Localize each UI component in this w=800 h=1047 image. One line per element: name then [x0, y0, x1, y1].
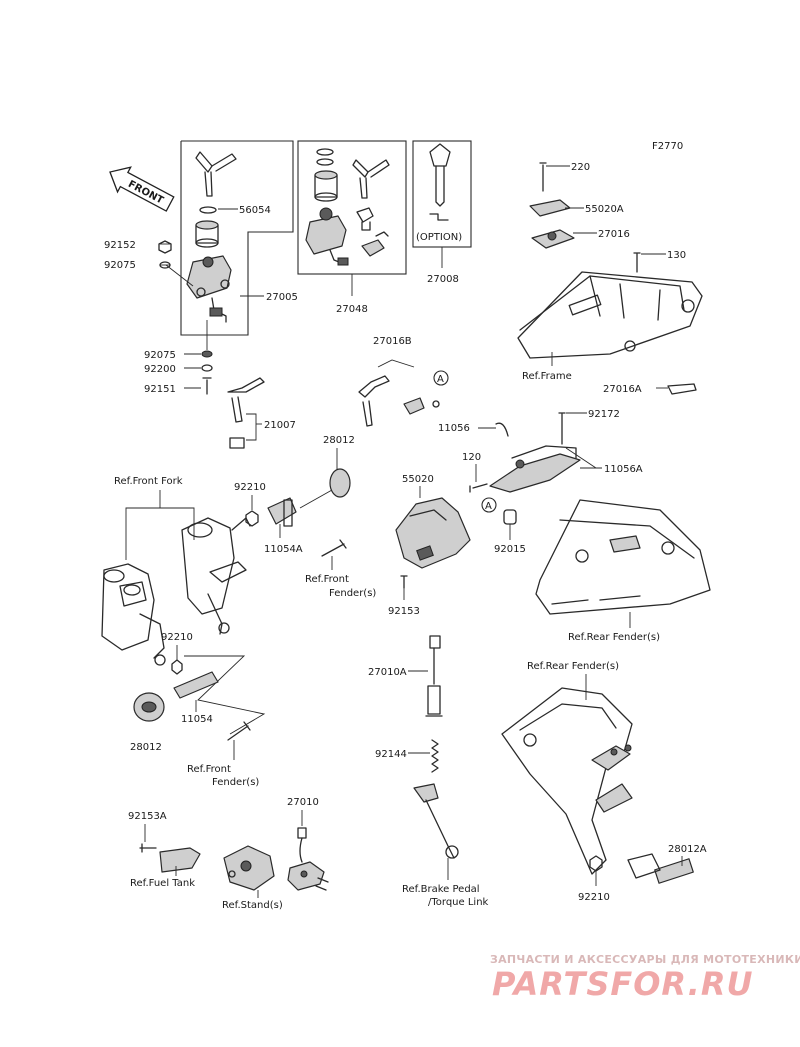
label-220: 220	[571, 162, 590, 173]
lock-set-group: 27048	[297, 140, 407, 315]
reflector-plate-icon	[654, 858, 694, 884]
label-27016: 27016	[598, 229, 630, 240]
label-92152: 92152	[104, 240, 136, 251]
cover-icon	[395, 497, 471, 569]
label-11056A: 11056A	[604, 464, 643, 475]
key-icon	[227, 377, 265, 423]
label-28012-bot: 28012	[130, 742, 162, 753]
label-92210-bot: 92210	[578, 892, 610, 903]
label-27010: 27010	[287, 797, 319, 808]
ref-fuel-tank: Ref.Fuel Tank	[130, 878, 195, 889]
option-key-group: (OPTION) 27008	[412, 140, 472, 285]
label-130: 130	[667, 250, 686, 261]
callout-a-top-label: A	[437, 374, 444, 385]
key-blank-icon	[429, 143, 451, 221]
key-icon	[195, 151, 237, 197]
ignition-switch-group: 56054 92152 92075 27005	[104, 140, 298, 336]
label-11054: 11054	[181, 714, 213, 725]
brake-pedal-icon	[413, 783, 439, 803]
rear-fender-top-group: Ref.Rear Fender(s)	[535, 499, 711, 643]
label-28012A: 28012A	[668, 844, 707, 855]
label-27005: 27005	[266, 292, 298, 303]
bracket-icon	[159, 847, 201, 873]
ref-brake-pedal-line1: Ref.Brake Pedal	[402, 884, 480, 895]
label-92075-mid: 92075	[144, 350, 176, 361]
label-56054: 56054	[239, 205, 271, 216]
option-label: (OPTION)	[416, 232, 462, 243]
label-92200: 92200	[144, 364, 176, 375]
ignition-switch-body-icon	[305, 207, 349, 266]
bracket-11054-group: 92210 11054 28012 Ref.Front Fender(s)	[130, 632, 266, 788]
label-27008: 27008	[427, 274, 459, 285]
nut-icon	[171, 659, 183, 675]
nut-icon	[245, 510, 259, 527]
lock-cylinder-icon	[195, 206, 219, 248]
group-box-27005	[180, 140, 294, 336]
label-92144: 92144	[375, 749, 407, 760]
callout-a-bottom	[481, 497, 497, 513]
callout-a-top	[433, 370, 449, 386]
ignition-switch-body-icon	[186, 255, 232, 323]
label-27010A: 27010A	[368, 667, 407, 678]
ref-front-fender-1-line1: Ref.Front	[305, 574, 349, 585]
seat-lock-icon	[356, 207, 374, 231]
front-arrow: FRONT	[109, 166, 175, 212]
helmet-lock-icon	[361, 231, 389, 257]
label-27048: 27048	[336, 304, 368, 315]
frame-group: 220 55020A 27016 130 Ref.Frame 27016A	[517, 162, 703, 395]
label-92172: 92172	[588, 409, 620, 420]
watermark-brand: PARTSFOR.RU	[492, 965, 753, 1003]
rear-bracket-group: 11056 120 92172 11056A A 92015 55020 921…	[388, 409, 643, 617]
ref-brake-pedal-line2: /Torque Link	[428, 897, 489, 908]
ref-frame: Ref.Frame	[522, 371, 572, 382]
watermark: ЗАПЧАСТИ И АКСЕССУАРЫ ДЛЯ МОТОТЕХНИКИ PA…	[490, 953, 800, 1003]
label-92075-top: 92075	[104, 260, 136, 271]
nut-icon	[158, 240, 172, 269]
hardware-column: 92075 92200 92151	[144, 320, 213, 395]
bracket-icon	[173, 671, 219, 699]
ref-front-fender-1-line2: Fender(s)	[329, 588, 376, 599]
lock-cylinder-icon	[314, 170, 338, 202]
ref-stands: Ref.Stand(s)	[222, 900, 283, 911]
label-92151: 92151	[144, 384, 176, 395]
nut-icon	[589, 855, 603, 872]
key-set-group: 21007	[227, 377, 296, 449]
label-28012-top: 28012	[323, 435, 355, 446]
label-21007: 21007	[264, 420, 296, 431]
label-92015: 92015	[494, 544, 526, 555]
watermark-tagline: ЗАПЧАСТИ И АКСЕССУАРЫ ДЛЯ МОТОТЕХНИКИ	[490, 953, 800, 966]
label-55020A: 55020A	[585, 204, 624, 215]
ref-front-fork: Ref.Front Fork	[114, 476, 183, 487]
callout-a-bottom-label: A	[485, 501, 492, 512]
reflector-top-group: 28012	[299, 435, 355, 509]
front-fork-group: Ref.Front Fork	[101, 476, 251, 666]
reflector-icon	[329, 468, 351, 498]
ref-front-fender-2-line1: Ref.Front	[187, 764, 231, 775]
label-55020: 55020	[402, 474, 434, 485]
label-92210-mid: 92210	[161, 632, 193, 643]
rear-fender-bottom-group: Ref.Rear Fender(s) 28012A 92210	[501, 661, 707, 903]
label-92153: 92153	[388, 606, 420, 617]
key-icon	[358, 375, 390, 427]
label-11054A: 11054A	[264, 544, 303, 555]
label-92153A: 92153A	[128, 811, 167, 822]
ref-rear-fender-2: Ref.Rear Fender(s)	[527, 661, 619, 672]
label-11056: 11056	[438, 423, 470, 434]
side-stand-group: 92153A Ref.Fuel Tank Ref.Stand(s) 27010	[128, 797, 329, 911]
label-120: 120	[462, 452, 481, 463]
ref-front-fender-2-line2: Fender(s)	[212, 777, 259, 788]
bracket-11054A-group: 92210 11054A Ref.Front Fender(s)	[234, 482, 376, 599]
key-icon	[352, 159, 390, 199]
brake-switch-group: 27010A 92144 Ref.Brake Pedal /Torque Lin…	[368, 635, 489, 908]
figure-code: F2770	[652, 141, 683, 152]
label-27016B: 27016B	[373, 336, 412, 347]
helmet-lock-group: 27016B A	[358, 336, 449, 427]
label-27016A: 27016A	[603, 384, 642, 395]
ref-rear-fender-1: Ref.Rear Fender(s)	[568, 632, 660, 643]
label-92210-top: 92210	[234, 482, 266, 493]
